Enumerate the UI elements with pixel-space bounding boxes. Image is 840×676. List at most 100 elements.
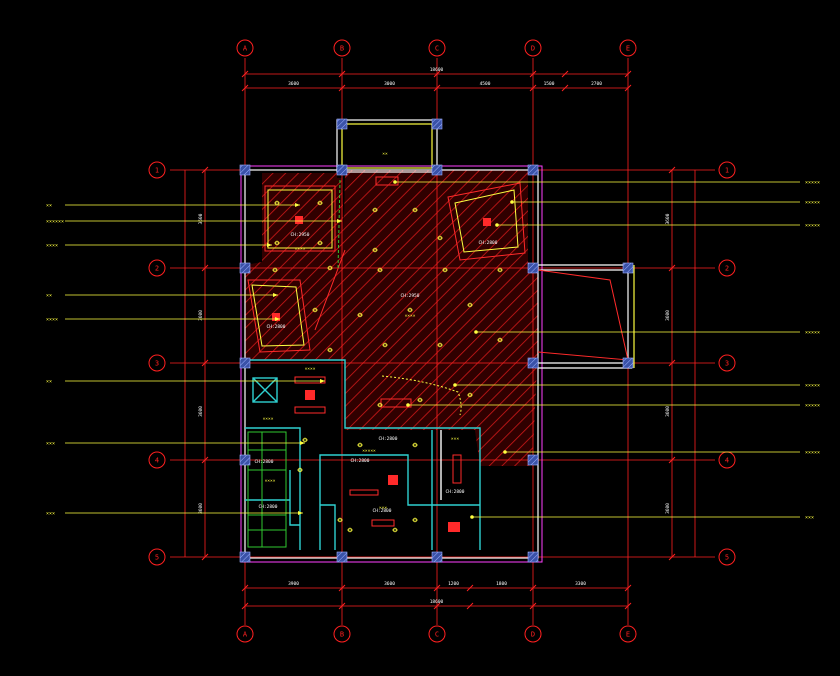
dimension-label: 1800 — [496, 581, 507, 587]
callout-dot — [393, 180, 397, 184]
callout-label-right: ××××× — [805, 330, 820, 336]
callout-arrow — [320, 379, 325, 383]
grid-bubble-right-5-circle — [718, 548, 736, 566]
ceiling-feature-outlines — [247, 182, 629, 361]
room-name-label: ××× — [379, 506, 387, 511]
grid-bubble-right-3-circle — [718, 354, 736, 372]
callout-arrow — [273, 293, 278, 297]
callout-label-left: ××× — [46, 441, 55, 447]
callout-label-left: ×××× — [46, 243, 58, 249]
dimension-label: 3600 — [665, 213, 671, 224]
hatched-main-hall-2 — [245, 170, 538, 466]
dimension-tick — [624, 584, 632, 592]
column — [527, 454, 539, 466]
hatched-main-hall — [262, 175, 345, 262]
grid-bubble-left-1-label: 1 — [155, 167, 159, 175]
column — [431, 164, 443, 176]
dimension-label: 3600 — [198, 406, 204, 417]
column — [336, 551, 348, 563]
column — [239, 454, 251, 466]
column — [622, 357, 634, 369]
green-partition — [337, 179, 341, 271]
grid-bubble-left-5-label: 5 — [155, 554, 159, 562]
grid-bubble-left-1-circle — [148, 161, 166, 179]
dimension-tick — [201, 553, 209, 561]
callout-dot — [510, 200, 514, 204]
grid-bubble-right-1-circle — [718, 161, 736, 179]
dimension-tick — [624, 602, 632, 610]
column — [239, 262, 251, 274]
grid-bubble-right-2-label: 2 — [725, 265, 729, 273]
callout-dot — [470, 515, 474, 519]
grid-bubble-top-C-label: C — [435, 45, 439, 53]
grid-bubble-left-3-circle — [148, 354, 166, 372]
room-ceiling-height: CH:2800 — [267, 324, 286, 330]
dimension-label: 3600 — [665, 503, 671, 514]
room-ceiling-height: CH:2800 — [255, 459, 274, 465]
callout-dot — [453, 383, 457, 387]
interior-walls — [245, 359, 481, 550]
dimension-tick — [241, 70, 249, 78]
grid-bubble-right-3-label: 3 — [725, 360, 729, 368]
dimension-label: 3600 — [198, 503, 204, 514]
callout-arrow — [275, 317, 280, 321]
dimension-label: 1500 — [544, 81, 555, 87]
column — [622, 262, 634, 274]
room-name-label: ×××× — [265, 479, 276, 484]
dimension-tick — [241, 602, 249, 610]
callout-label-right: ××××× — [805, 200, 820, 206]
dimension-tick — [668, 553, 676, 561]
room-ceiling-height-labels: CH:2950CH:2800CH:2950CH:2800CH:2800CH:28… — [255, 152, 498, 514]
room-ceiling-height: CH:2950 — [291, 232, 310, 238]
grid-bubble-left-2-label: 2 — [155, 265, 159, 273]
dimension-tick — [241, 84, 249, 92]
grid-bubble-top-B-circle — [333, 39, 351, 57]
callout-label-left: ×××× — [46, 317, 58, 323]
dimension-label: 3900 — [288, 581, 299, 587]
column — [527, 357, 539, 369]
dimension-tick — [529, 584, 537, 592]
room-name-label: ×××× — [295, 247, 306, 252]
room-name-label: ×××× — [405, 314, 416, 319]
dimension-tick — [433, 584, 441, 592]
callout-dot — [474, 330, 478, 334]
room-name-label: ××××× — [362, 449, 376, 454]
column — [527, 164, 539, 176]
callout-dot — [406, 403, 410, 407]
callout-arrow — [337, 219, 342, 223]
dimension-tick — [201, 264, 209, 272]
grid-bubble-bottom-A-label: A — [243, 631, 248, 639]
grid-bubble-bottom-B-label: B — [340, 631, 344, 639]
dimension-tick — [201, 456, 209, 464]
callout-leaders: ××××××××××××××××××××××××××××××××××××××××… — [46, 180, 820, 521]
callout-label-right: ××××× — [805, 403, 820, 409]
dimension-label: 3000 — [384, 81, 395, 87]
dimension-tick — [433, 70, 441, 78]
column — [527, 262, 539, 274]
downlight-markers — [272, 179, 503, 533]
room-ceiling-height: CH:2800 — [259, 504, 278, 510]
callout-label-left: ×× — [46, 203, 52, 209]
callout-arrow — [298, 511, 303, 515]
callout-label-right: ××× — [805, 515, 814, 521]
room-ceiling-height: CH:2950 — [401, 293, 420, 299]
dimension-label: 3600 — [288, 81, 299, 87]
callout-dot — [495, 223, 499, 227]
dimension-tick — [529, 70, 537, 78]
callout-label-left: ×××××× — [46, 219, 64, 225]
dimension-tick — [338, 584, 346, 592]
callout-dot — [503, 450, 507, 454]
dimension-tick — [201, 166, 209, 174]
dimension-tick — [241, 584, 249, 592]
grid-bubble-top-E-circle — [619, 39, 637, 57]
grid-bubble-right-5-label: 5 — [725, 554, 729, 562]
curved-light-strip — [381, 375, 462, 416]
grid-bubble-top-D-circle — [524, 39, 542, 57]
callout-arrow — [295, 203, 300, 207]
callout-label-right: ××××× — [805, 383, 820, 389]
dimension-tick — [668, 264, 676, 272]
grid-bubble-top-A-label: A — [243, 45, 248, 53]
room-ceiling-height: CH:2800 — [351, 458, 370, 464]
dimension-label: 3600 — [384, 581, 395, 587]
grid-bubble-bottom-E-circle — [619, 625, 637, 643]
